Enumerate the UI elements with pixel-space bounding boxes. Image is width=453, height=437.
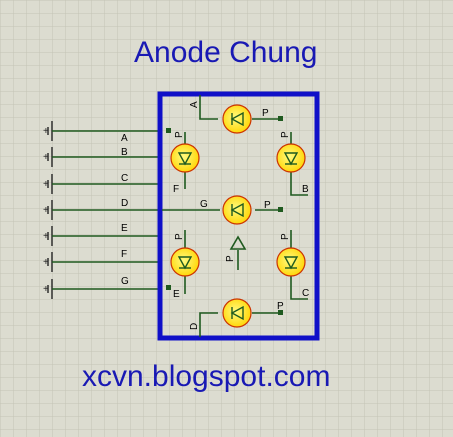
svg-text:+: + [43, 126, 49, 137]
svg-text:+: + [43, 231, 49, 242]
led-segment-d [222, 298, 252, 328]
svg-text:D: D [189, 323, 200, 330]
input-label: B [121, 147, 128, 158]
segment-node-labels: A F B G E C D [173, 101, 309, 330]
svg-text:+: + [43, 205, 49, 216]
svg-text:+: + [43, 152, 49, 163]
led-segment-c [276, 247, 306, 277]
input-line-a: +A [43, 121, 162, 144]
svg-text:P: P [277, 301, 284, 312]
input-line-g: +G [43, 276, 162, 299]
svg-text:C: C [302, 288, 309, 299]
input-label: F [121, 249, 127, 260]
input-label: C [121, 173, 128, 184]
svg-text:E: E [173, 289, 180, 300]
svg-text:+: + [43, 284, 49, 295]
input-label: D [121, 198, 128, 209]
svg-text:+: + [43, 179, 49, 190]
input-line-f: +F [43, 249, 162, 272]
svg-text:P: P [280, 131, 291, 138]
svg-text:A: A [189, 101, 200, 108]
svg-text:P: P [262, 108, 269, 119]
led-segment-a [222, 104, 252, 134]
led-segment-b [276, 143, 306, 173]
input-label: E [121, 223, 128, 234]
anode-pin-labels: P P P P P P P [174, 108, 291, 312]
input-line-e: +E [43, 223, 162, 246]
input-line-c: +C [43, 173, 162, 194]
svg-text:P: P [174, 131, 185, 138]
internal-wiring [162, 95, 308, 337]
svg-text:P: P [264, 200, 271, 211]
input-line-d: +D [43, 198, 162, 220]
common-anode-label: P [225, 255, 236, 262]
svg-text:B: B [302, 184, 309, 195]
footer-url: xcvn.blogspot.com [82, 360, 330, 393]
input-line-b: +B [43, 147, 162, 167]
led-segment-g [222, 195, 252, 225]
input-label: G [121, 276, 129, 287]
led-segment-f [170, 143, 200, 173]
led-segment-e [170, 247, 200, 277]
diagram-title: Anode Chung [134, 36, 318, 69]
display-frame [157, 91, 320, 341]
input-group: +A+B+C+D+E+F+G [43, 121, 162, 299]
power-arrow-icon [229, 235, 247, 250]
svg-text:+: + [43, 257, 49, 268]
svg-text:G: G [200, 199, 208, 210]
junction-dots [166, 116, 283, 315]
input-label: A [121, 133, 128, 144]
segment-leds [170, 104, 306, 328]
svg-text:F: F [173, 184, 179, 195]
svg-text:P: P [174, 233, 185, 240]
svg-text:P: P [280, 233, 291, 240]
